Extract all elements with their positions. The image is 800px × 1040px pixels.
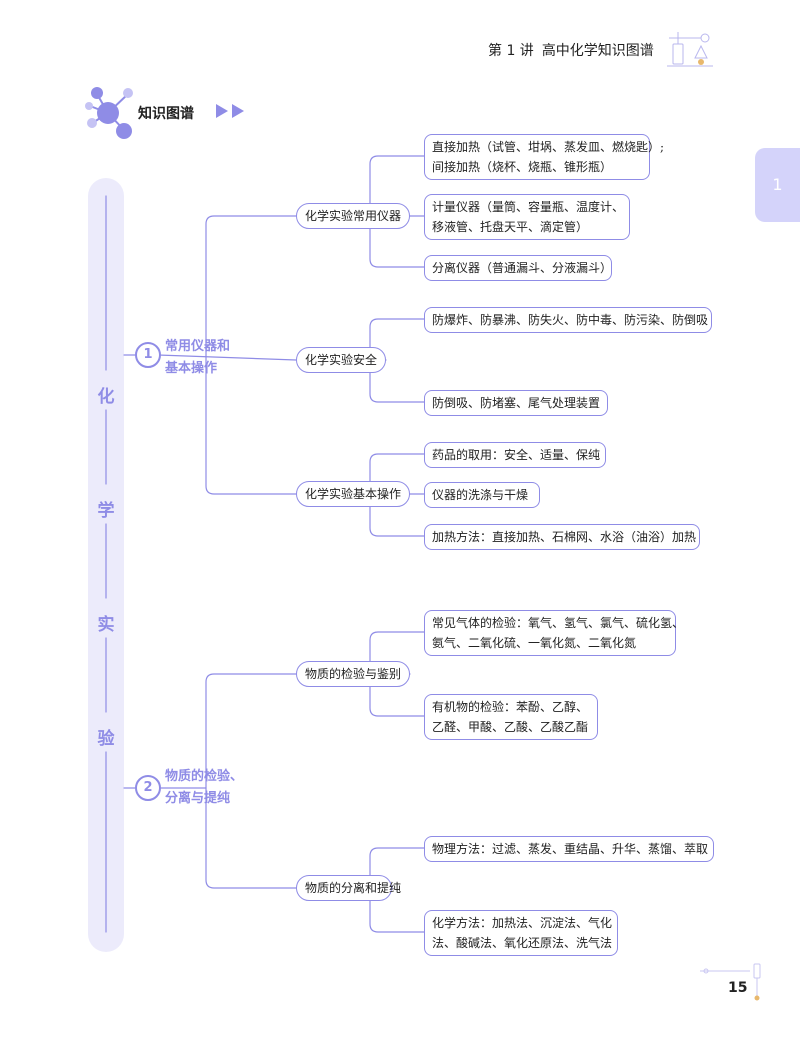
leaf-node: 化学方法：加热法、沉淀法、气化 法、酸碱法、氧化还原法、洗气法 [424, 910, 618, 956]
leaf-line: 移液管、托盘天平、滴定管） [432, 220, 589, 234]
leaf-line: 分离仪器（普通漏斗、分液漏斗） [432, 261, 613, 275]
page-number: 15 [728, 980, 748, 996]
root-char: 学 [97, 501, 115, 521]
running-header: 第 1 讲高中化学知识图谱 [488, 40, 654, 60]
branch-label-line: 物质的检验、 [165, 769, 244, 784]
leaf-line: 物理方法：过滤、蒸发、重结晶、升华、蒸馏、萃取 [432, 842, 709, 856]
leaf-node: 直接加热（试管、坩埚、蒸发皿、燃烧匙）; 间接加热（烧杯、烧瓶、锥形瓶） [424, 134, 665, 180]
leaf-line: 有机物的检验：苯酚、乙醇、 [432, 700, 589, 714]
leaf-line: 直接加热（试管、坩埚、蒸发皿、燃烧匙）; [432, 140, 665, 154]
chapter-side-tab: 1 [755, 148, 800, 222]
leaf-line: 氨气、二氧化硫、一氧化氮、二氧化氮 [432, 636, 637, 650]
branch-label-line: 基本操作 [165, 361, 218, 376]
branch-number: 1 [135, 342, 161, 368]
lecture-title: 高中化学知识图谱 [541, 43, 654, 59]
leaf-line: 间接加热（烧杯、烧瓶、锥形瓶） [432, 160, 613, 174]
root-char: 实 [97, 615, 115, 635]
leaf-line: 防爆炸、防暴沸、防失火、防中毒、防污染、防倒吸 [432, 313, 709, 327]
leaf-node: 药品的取用：安全、适量、保纯 [424, 442, 606, 468]
leaf-node: 防倒吸、防堵塞、尾气处理装置 [424, 390, 608, 416]
subtopic-node: 化学实验安全 [296, 347, 386, 373]
leaf-line: 常见气体的检验：氧气、氢气、氯气、硫化氢、 [432, 616, 685, 630]
branch-label: 常用仪器和 基本操作 [165, 336, 230, 380]
leaf-node: 防爆炸、防暴沸、防失火、防中毒、防污染、防倒吸 [424, 307, 712, 333]
leaf-line: 法、酸碱法、氧化还原法、洗气法 [432, 936, 613, 950]
lecture-number: 第 1 讲 [488, 43, 534, 59]
leaf-node: 仪器的洗涤与干燥 [424, 482, 540, 508]
leaf-line: 加热方法：直接加热、石棉网、水浴（油浴）加热 [432, 530, 697, 544]
subtopic-node: 物质的检验与鉴别 [296, 661, 410, 687]
branch-label-line: 分离与提纯 [165, 791, 231, 806]
branch-label: 物质的检验、 分离与提纯 [165, 766, 243, 810]
leaf-node: 加热方法：直接加热、石棉网、水浴（油浴）加热 [424, 524, 700, 550]
root-char: 化 [97, 387, 115, 407]
leaf-line: 仪器的洗涤与干燥 [432, 488, 529, 502]
leaf-node: 常见气体的检验：氧气、氢气、氯气、硫化氢、 氨气、二氧化硫、一氧化氮、二氧化氮 [424, 610, 685, 656]
leaf-line: 防倒吸、防堵塞、尾气处理装置 [432, 396, 601, 410]
branch-number: 2 [135, 775, 161, 801]
leaf-node: 物理方法：过滤、蒸发、重结晶、升华、蒸馏、萃取 [424, 836, 714, 862]
branch-label-line: 常用仪器和 [165, 339, 231, 354]
footer-dropper-icon [700, 963, 761, 1001]
subtopic-node: 化学实验基本操作 [296, 481, 410, 507]
leaf-node: 有机物的检验：苯酚、乙醇、 乙醛、甲酸、乙酸、乙酸乙酯 [424, 694, 598, 740]
leaf-line: 计量仪器（量筒、容量瓶、温度计、 [432, 200, 625, 214]
subtopic-node: 物质的分离和提纯 [296, 875, 401, 901]
molecule-icon [85, 87, 133, 139]
leaf-line: 化学方法：加热法、沉淀法、气化 [432, 916, 613, 930]
leaf-node: 计量仪器（量筒、容量瓶、温度计、 移液管、托盘天平、滴定管） [424, 194, 630, 240]
leaf-node: 分离仪器（普通漏斗、分液漏斗） [424, 255, 612, 281]
root-char: 验 [97, 729, 115, 749]
subtopic-node: 化学实验常用仪器 [296, 203, 410, 229]
double-arrow-icon [216, 104, 244, 118]
section-title: 知识图谱 [138, 106, 194, 122]
lab-apparatus-icon [667, 32, 713, 67]
leaf-line: 药品的取用：安全、适量、保纯 [432, 448, 601, 462]
leaf-line: 乙醛、甲酸、乙酸、乙酸乙酯 [432, 720, 589, 734]
